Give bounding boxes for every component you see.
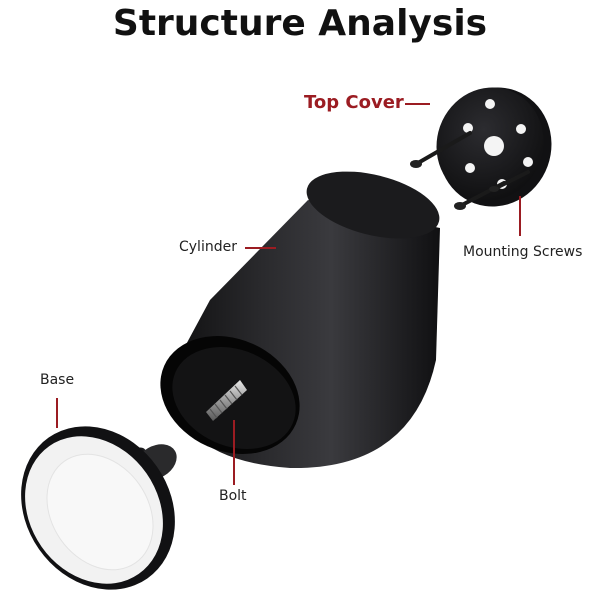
base-part	[21, 426, 177, 590]
bolt-label: Bolt	[219, 488, 247, 504]
mounting-screws-label: Mounting Screws	[463, 244, 583, 260]
mounting-screws-part	[410, 131, 530, 210]
leader-lines	[56, 103, 521, 485]
cylinder-part	[160, 171, 440, 469]
base-label: Base	[40, 372, 75, 388]
cylinder-label: Cylinder	[179, 239, 237, 255]
bolt-part	[206, 380, 247, 421]
top-cover-part	[436, 87, 552, 207]
diagram-title: Structure Analysis	[112, 3, 488, 44]
top-cover-label: Top Cover	[304, 92, 404, 113]
